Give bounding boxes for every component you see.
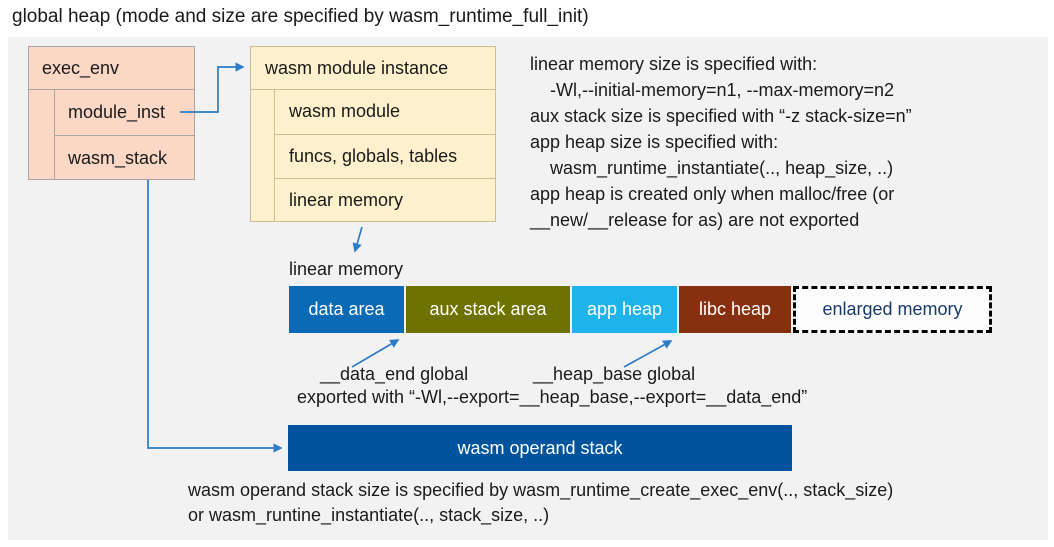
exec-env-row-module-inst: module_inst	[54, 90, 194, 135]
note-line: app heap size is specified with:	[530, 132, 779, 152]
note-line: app heap is created only when malloc/fre…	[530, 184, 895, 204]
segment-libc-heap: libc heap	[679, 286, 791, 333]
page-title: global heap (mode and size are specified…	[12, 6, 589, 27]
wasm-operand-stack-bar: wasm operand stack	[288, 425, 792, 471]
segment-aux-stack-area: aux stack area	[406, 286, 570, 333]
segment-data-area: data area	[289, 286, 404, 333]
exec-env-box: exec_env module_inst wasm_stack	[28, 46, 195, 180]
note-line: wasm_runtime_instantiate(.., heap_size, …	[550, 158, 894, 178]
exec-env-header: exec_env	[29, 47, 194, 90]
note-line: aux stack size is specified with “-z sta…	[530, 106, 912, 126]
linear-memory-label: linear memory	[289, 259, 404, 279]
module-instance-box: wasm module instance wasm module funcs, …	[250, 46, 496, 222]
module-instance-header: wasm module instance	[251, 47, 495, 90]
note-line: linear memory size is specified with:	[530, 54, 818, 74]
operand-stack-notes: wasm operand stack size is specified by …	[188, 478, 893, 528]
note-line: or wasm_runtine_instantiate(.., stack_si…	[188, 505, 550, 525]
module-instance-rows: wasm module funcs, globals, tables linea…	[274, 90, 495, 222]
module-instance-row-wasm-module: wasm module	[274, 90, 495, 134]
note-line: -Wl,--initial-memory=n1, --max-memory=n2	[550, 80, 895, 100]
note-line: __new/__release for as) are not exported	[530, 210, 860, 230]
exported-flags-label: exported with “-Wl,--export=__heap_base,…	[297, 387, 808, 407]
segment-enlarged-memory: enlarged memory	[793, 286, 992, 333]
module-instance-row-linear-memory: linear memory	[274, 178, 495, 222]
segment-app-heap: app heap	[572, 286, 677, 333]
linear-memory-notes: linear memory size is specified with: -W…	[530, 51, 912, 233]
exec-env-rows: module_inst wasm_stack	[54, 90, 194, 180]
linear-memory-bar: data area aux stack area app heap libc h…	[289, 286, 992, 333]
note-line: wasm operand stack size is specified by …	[188, 480, 894, 500]
exec-env-row-wasm-stack: wasm_stack	[54, 135, 194, 180]
module-instance-row-funcs-globals-tables: funcs, globals, tables	[274, 134, 495, 178]
data-end-global-label: __data_end global	[320, 364, 469, 384]
heap-base-global-label: __heap_base global	[533, 364, 696, 384]
